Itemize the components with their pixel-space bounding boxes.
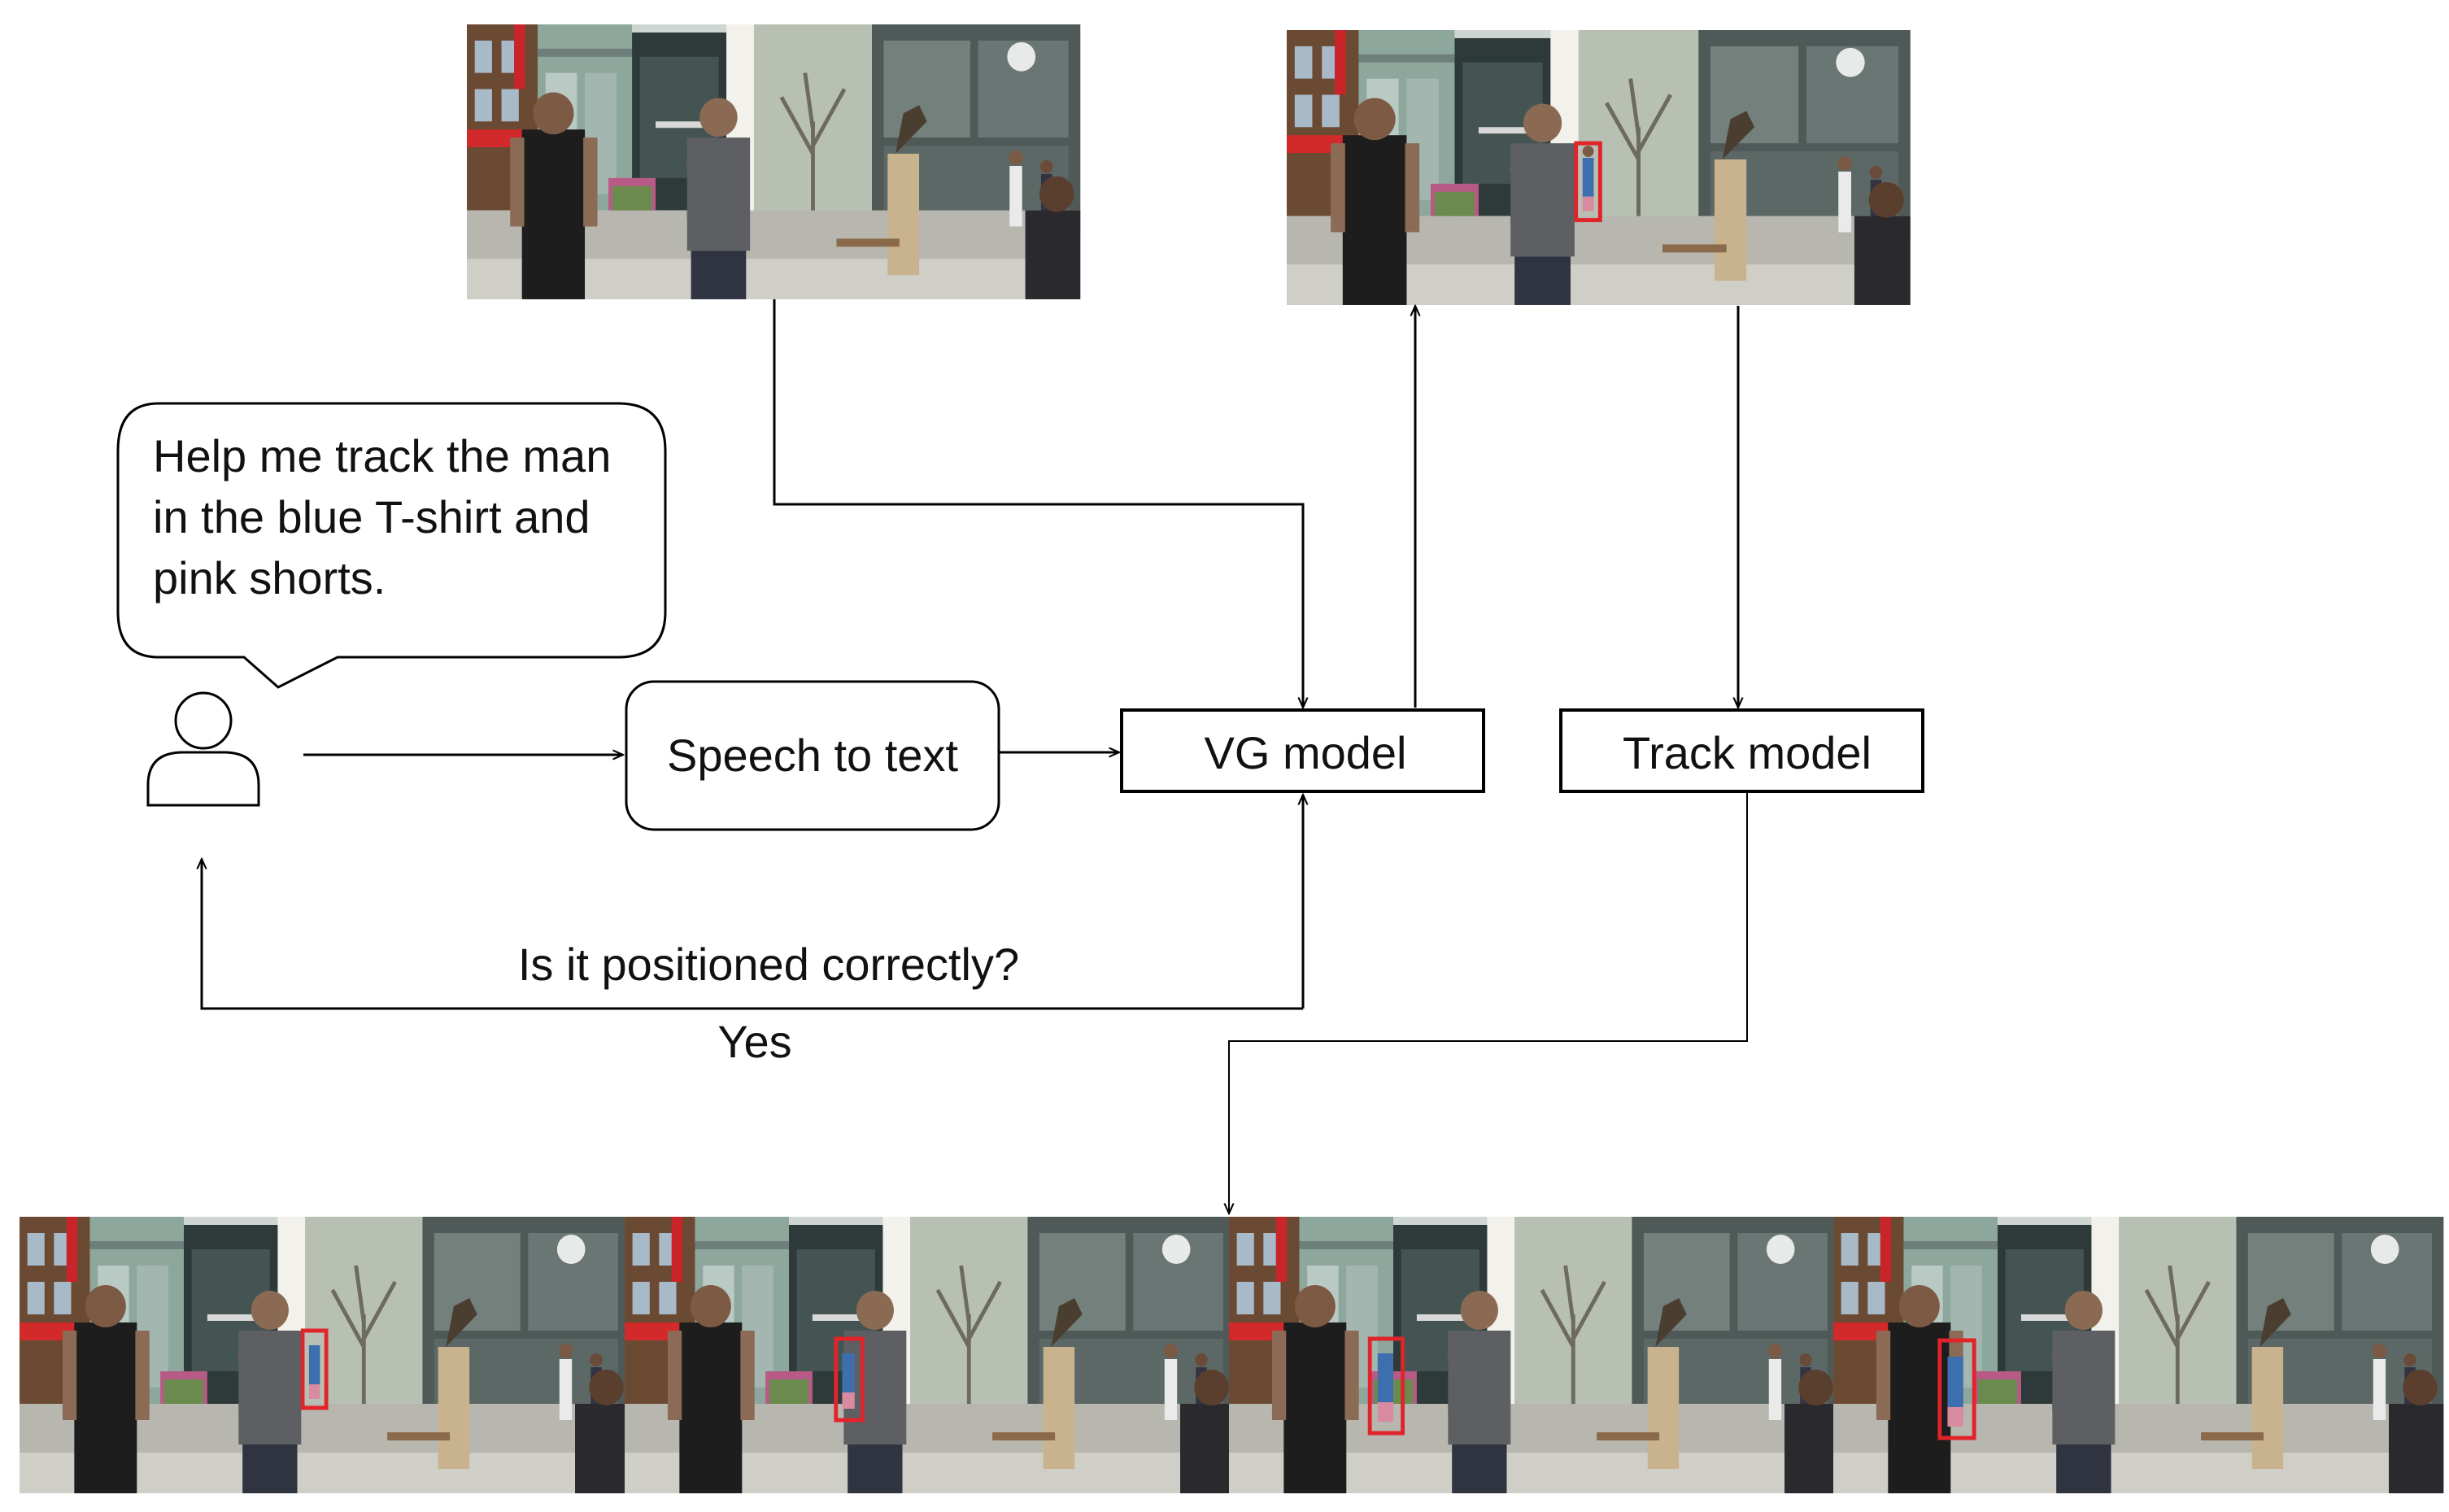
red-bounding-box bbox=[300, 1328, 329, 1410]
feedback-answer: Yes bbox=[717, 1016, 791, 1067]
tracked-frame-2 bbox=[625, 1217, 1235, 1493]
speech-bubble bbox=[116, 402, 667, 689]
red-bounding-box bbox=[1574, 141, 1602, 223]
speech-bubble-line-3: pink shorts. bbox=[153, 552, 386, 603]
user-icon bbox=[146, 691, 260, 807]
input-frame-image bbox=[467, 24, 1080, 299]
arrow-feedback-to-user bbox=[202, 859, 1303, 1010]
speech-bubble-line-1: Help me track the man bbox=[153, 430, 611, 481]
track-model-box bbox=[1559, 708, 1924, 793]
feedback-question: Is it positioned correctly? bbox=[518, 939, 1019, 990]
tracked-frame-4 bbox=[1833, 1217, 2443, 1493]
arrow-track-to-frames bbox=[1229, 791, 1748, 1214]
speech-to-text-box bbox=[625, 680, 1000, 831]
vg-model-box bbox=[1120, 708, 1485, 793]
target-person bbox=[1582, 146, 1594, 211]
red-bounding-box bbox=[834, 1336, 865, 1423]
tracked-frame-1 bbox=[20, 1217, 630, 1493]
grounded-frame-image bbox=[1287, 30, 1911, 305]
vg-model-label: VG model bbox=[1205, 727, 1407, 778]
arrow-image-to-vg bbox=[773, 299, 1303, 708]
red-bounding-box bbox=[1367, 1336, 1405, 1436]
track-model-label: Track model bbox=[1623, 727, 1872, 778]
speech-bubble-line-2: in the blue T-shirt and bbox=[153, 491, 590, 542]
speech-to-text-label: Speech to text bbox=[667, 730, 958, 781]
tracked-frame-3 bbox=[1229, 1217, 1839, 1493]
red-bounding-box bbox=[1937, 1338, 1976, 1440]
